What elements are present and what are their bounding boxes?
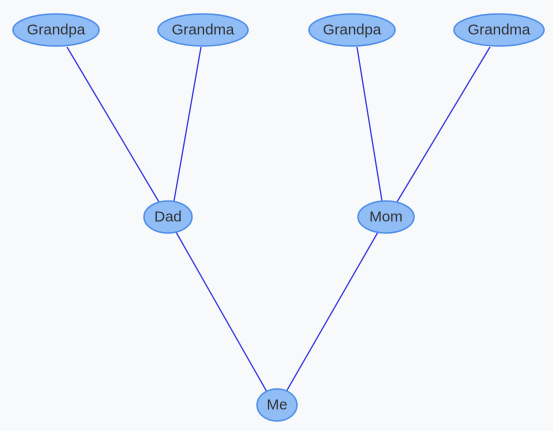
edge-grandpa-maternal-mom bbox=[356, 46, 383, 202]
node-layer: Grandpa Grandma Grandpa Grandma Dad Mom bbox=[12, 13, 545, 422]
node-label: Grandpa bbox=[27, 22, 86, 39]
node-grandpa-paternal[interactable]: Grandpa bbox=[12, 13, 100, 47]
node-label: Me bbox=[267, 397, 288, 414]
node-grandma-maternal[interactable]: Grandma bbox=[453, 13, 545, 47]
node-label: Grandpa bbox=[323, 22, 382, 39]
edge-grandma-paternal-dad bbox=[173, 46, 202, 202]
node-grandpa-maternal[interactable]: Grandpa bbox=[308, 13, 396, 47]
node-grandma-paternal[interactable]: Grandma bbox=[157, 13, 249, 47]
edge-mom-me bbox=[285, 231, 379, 393]
node-label: Mom bbox=[369, 209, 402, 226]
edge-grandma-maternal-mom bbox=[396, 46, 491, 203]
edge-dad-me bbox=[175, 231, 268, 393]
node-mom[interactable]: Mom bbox=[357, 200, 415, 234]
node-label: Dad bbox=[154, 209, 182, 226]
edge-grandpa-paternal-dad bbox=[66, 46, 160, 203]
edge-layer bbox=[66, 46, 491, 393]
node-me[interactable]: Me bbox=[256, 388, 298, 422]
node-label: Grandma bbox=[172, 22, 235, 39]
node-dad[interactable]: Dad bbox=[143, 200, 193, 234]
node-label: Grandma bbox=[468, 22, 531, 39]
